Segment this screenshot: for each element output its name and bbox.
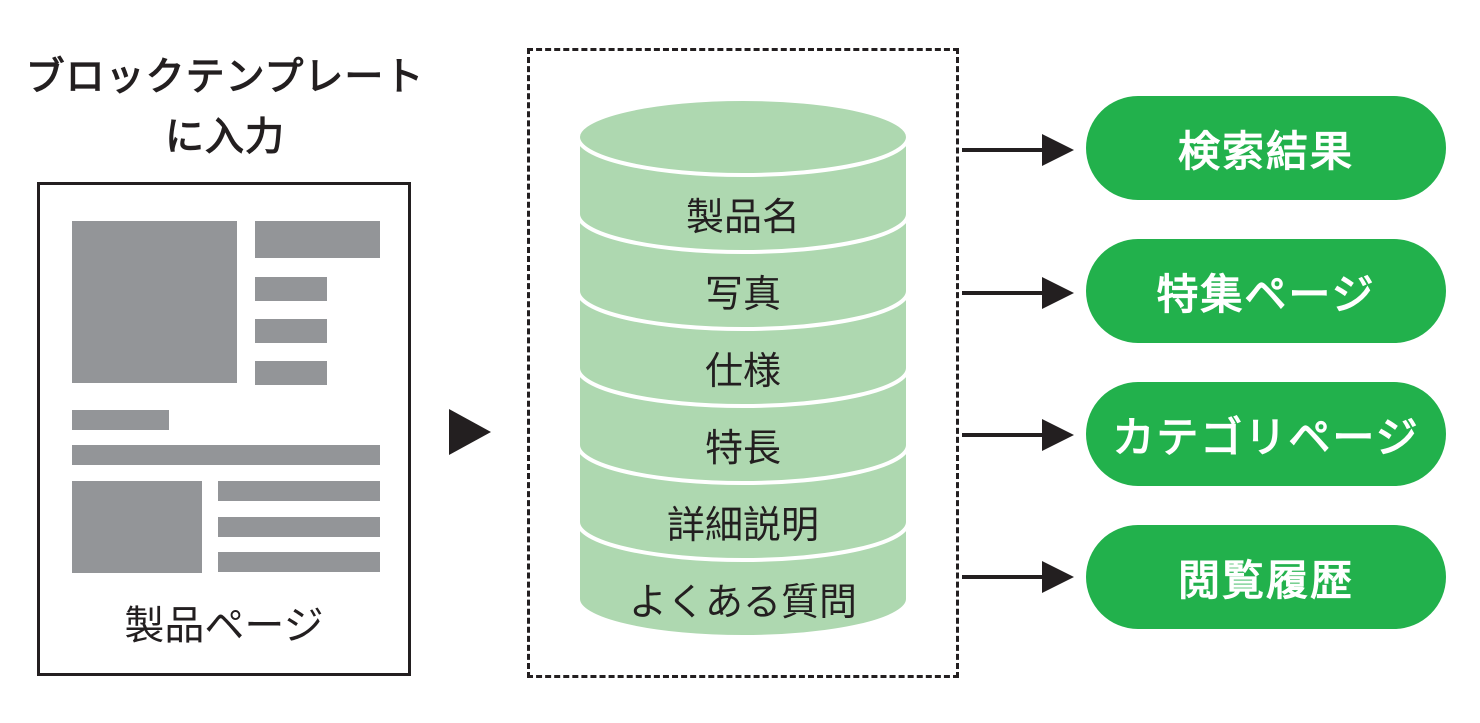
text-placeholder [218, 481, 380, 501]
text-placeholder [218, 552, 380, 572]
output-browsing-history: 閲覧履歴 [1086, 525, 1446, 629]
product-page-mockup: 製品ページ [37, 182, 411, 676]
text-placeholder [255, 277, 327, 301]
db-field-label: 詳細説明 [666, 503, 819, 547]
database-container [527, 48, 959, 678]
db-field-label: 写真 [704, 272, 781, 316]
arrow-right-icon [962, 419, 1074, 451]
db-field-label: よくある質問 [628, 580, 857, 624]
arrow-right-icon [962, 561, 1074, 593]
output-feature-page: 特集ページ [1086, 239, 1446, 343]
cylinder-top [576, 97, 910, 177]
arrow-right-icon [962, 277, 1074, 309]
template-heading: ブロックテンプレート に入力 [20, 48, 430, 168]
heading-line-1: ブロックテンプレート [25, 55, 425, 100]
product-page-caption: 製品ページ [124, 603, 324, 649]
heading-line-2: に入力 [164, 115, 285, 160]
text-placeholder [218, 517, 380, 537]
title-placeholder [255, 221, 380, 258]
output-category-page: カテゴリページ [1086, 382, 1446, 486]
play-triangle-icon [449, 409, 491, 455]
text-placeholder [72, 410, 169, 430]
image-placeholder-small [72, 481, 202, 573]
arrow-right-icon [962, 134, 1074, 166]
db-field-label: 製品名 [685, 195, 800, 239]
db-field-label: 特長 [704, 426, 781, 470]
output-search-results: 検索結果 [1086, 96, 1446, 200]
text-placeholder [255, 319, 327, 343]
text-placeholder [255, 361, 327, 385]
db-field-label: 仕様 [704, 349, 781, 393]
image-placeholder-large [72, 221, 237, 383]
text-placeholder [72, 445, 380, 465]
